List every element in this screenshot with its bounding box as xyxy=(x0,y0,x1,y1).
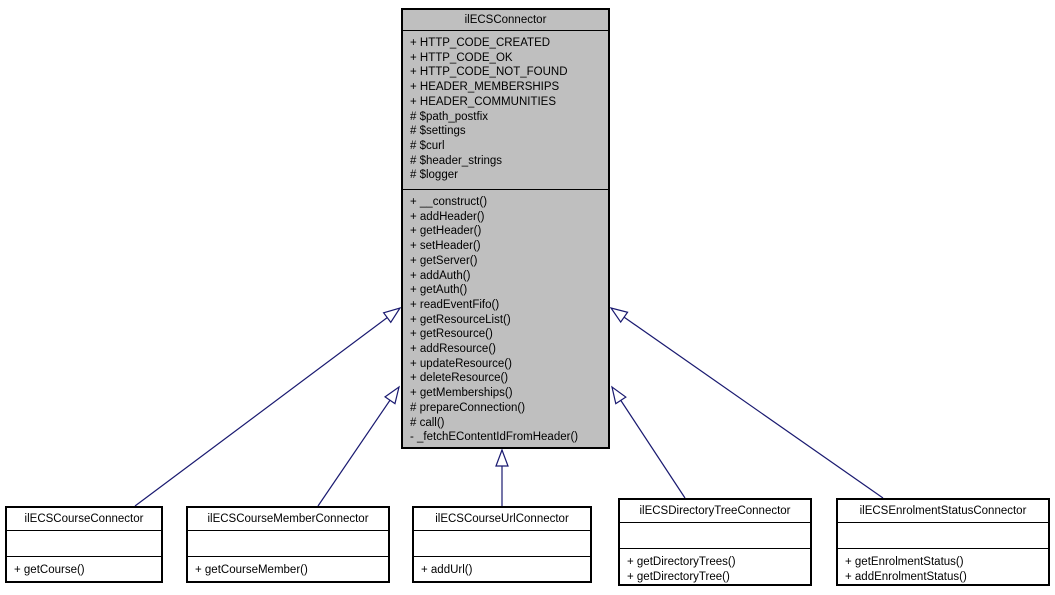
member-line: # $settings xyxy=(410,125,466,138)
class-node-ilecsdirectorytreeconnector[interactable]: ilECSDirectoryTreeConnector + getDirecto… xyxy=(618,498,812,586)
member-line: + updateResource() xyxy=(410,357,512,370)
class-title: ilECSCourseConnector xyxy=(24,513,144,525)
member-line: + HTTP_CODE_NOT_FOUND xyxy=(410,66,568,79)
class-node-ilecscourseconnector[interactable]: ilECSCourseConnector + getCourse() xyxy=(5,506,163,583)
inheritance-edge-course xyxy=(134,306,402,507)
inheritance-edge-directorytree xyxy=(611,385,686,499)
member-line: + getAuth() xyxy=(410,284,468,297)
class-node-ilecscoursememberconnector[interactable]: ilECSCourseMemberConnector + getCourseMe… xyxy=(186,506,390,583)
class-methods: + getEnrolmentStatus() + addEnrolmentStat… xyxy=(838,548,1048,588)
class-methods: + getCourse() xyxy=(7,556,161,582)
class-attributes-empty xyxy=(414,530,590,556)
class-title: ilECSConnector xyxy=(464,14,547,26)
member-line: # $path_postfix xyxy=(410,110,489,123)
member-line: + deleteResource() xyxy=(410,372,509,385)
member-line: + getCourse() xyxy=(14,564,85,576)
class-node-ilecsconnector[interactable]: ilECSConnector + HTTP_CODE_CREATED+ HTTP… xyxy=(401,8,610,449)
member-line: + HEADER_COMMUNITIES xyxy=(410,95,557,108)
member-line: + getEnrolmentStatus() xyxy=(845,556,964,568)
class-methods: + getDirectoryTrees() + getDirectoryTree(… xyxy=(620,548,810,588)
class-methods: + addUrl() xyxy=(414,556,590,582)
member-line: - _fetchEContentIdFromHeader() xyxy=(410,431,579,444)
class-title: ilECSCourseUrlConnector xyxy=(435,513,569,525)
member-line: # call() xyxy=(410,416,445,429)
member-line: # $header_strings xyxy=(410,154,503,167)
inheritance-edge-enrolmentstatus xyxy=(609,307,884,499)
class-title: ilECSEnrolmentStatusConnector xyxy=(859,505,1027,517)
member-line: + getMemberships() xyxy=(410,387,513,400)
member-line: + addAuth() xyxy=(410,269,471,282)
member-line: + readEventFifo() xyxy=(410,298,500,311)
member-line: + getDirectoryTree() xyxy=(627,570,730,583)
class-node-ilecscourseurlconnector[interactable]: ilECSCourseUrlConnector + addUrl() xyxy=(412,506,592,583)
member-line: # prepareConnection() xyxy=(410,401,526,414)
member-line: + addEnrolmentStatus() xyxy=(845,570,967,583)
class-attributes: + HTTP_CODE_CREATED + HTTP_CODE_OK + HTTP_… xyxy=(403,30,608,189)
inheritance-edge-coursemember xyxy=(317,385,400,507)
member-line: + addResource() xyxy=(410,343,496,356)
member-line: + addHeader() xyxy=(410,210,485,223)
member-line: + getResource() xyxy=(410,328,493,341)
member-line: + getServer() xyxy=(410,254,478,267)
member-line: + __construct() xyxy=(410,196,488,208)
member-line: # $logger xyxy=(410,169,458,182)
member-line: + HTTP_CODE_CREATED xyxy=(410,37,551,49)
class-attributes-empty xyxy=(188,530,388,556)
member-line: + getHeader() xyxy=(410,225,482,238)
member-line: + setHeader() xyxy=(410,240,481,253)
class-methods: + getCourseMember() xyxy=(188,556,388,582)
member-line: + getResourceList() xyxy=(410,313,511,326)
member-line: + HEADER_MEMBERSHIPS xyxy=(410,81,560,94)
class-title: ilECSDirectoryTreeConnector xyxy=(639,505,791,517)
member-line: # $curl xyxy=(410,139,445,152)
member-line: + getCourseMember() xyxy=(195,564,308,576)
class-attributes-empty xyxy=(7,530,161,556)
member-line: + HTTP_CODE_OK xyxy=(410,51,513,64)
class-attributes-empty xyxy=(838,522,1048,548)
member-line: + addUrl() xyxy=(421,564,473,576)
class-title: ilECSCourseMemberConnector xyxy=(207,513,369,525)
class-node-ilecsenrolmentstatusconnector[interactable]: ilECSEnrolmentStatusConnector + getEnrol… xyxy=(836,498,1050,586)
member-line: + getDirectoryTrees() xyxy=(627,556,736,568)
class-attributes-empty xyxy=(620,522,810,548)
class-methods: + __construct() + addHeader() + getHeader(… xyxy=(403,189,608,447)
